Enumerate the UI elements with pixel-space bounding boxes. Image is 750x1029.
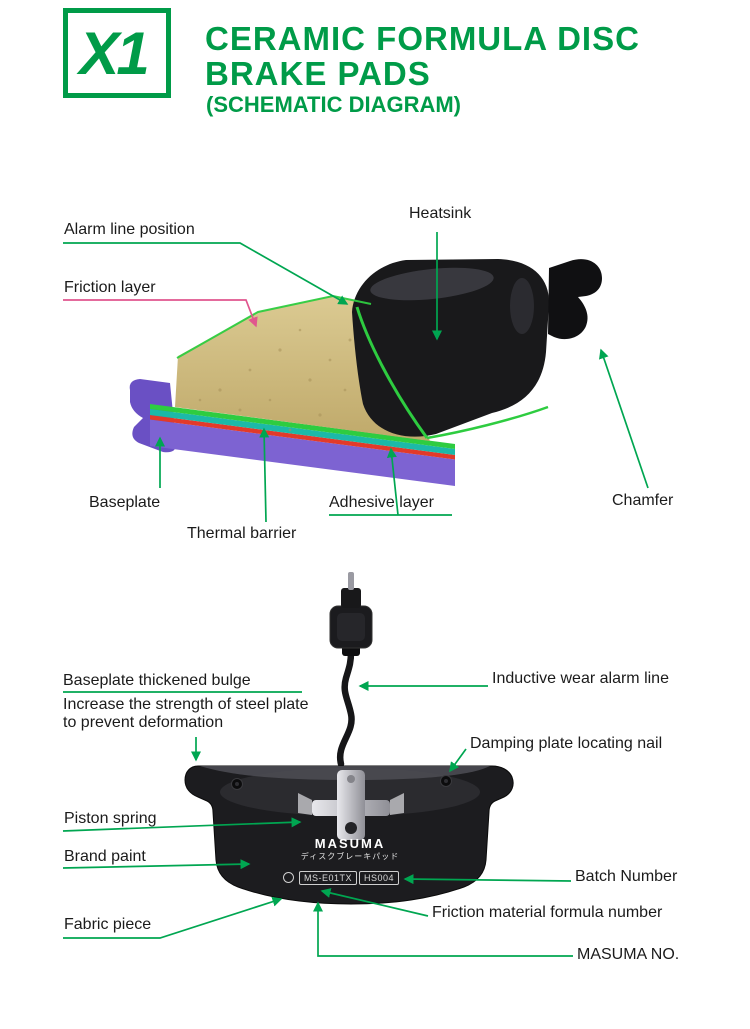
label-chamfer: Chamfer: [612, 492, 674, 509]
friction-speckles: [198, 318, 357, 432]
sensor-pin: [348, 572, 354, 590]
thermal-barrier-stripe: [150, 409, 455, 455]
alarm-line-stripe: [150, 404, 455, 449]
leader-alarm-line-position: [63, 242, 349, 305]
rivet-right-center: [444, 779, 448, 783]
heatsink-highlight: [370, 267, 494, 301]
label-friction-material-formula-number: Friction material formula number: [432, 904, 663, 921]
heatsink-highlight-2: [510, 278, 534, 334]
piston-spring-clip: [298, 770, 404, 840]
label-heatsink: Heatsink: [409, 205, 472, 222]
heatsink-shape: [352, 259, 550, 437]
pad-3d-illustration: [129, 259, 602, 486]
label-piston-spring: Piston spring: [64, 810, 157, 827]
leader-lines: [62, 232, 649, 957]
leader-masuma-no: [313, 901, 573, 957]
label-masuma-no: MASUMA NO.: [577, 946, 680, 963]
clip-screw: [347, 775, 355, 783]
alarm-line-bottom: [426, 405, 549, 440]
pad-batch-code: HS004: [359, 871, 400, 885]
clip-wing-left: [298, 793, 312, 815]
pad-brand-text: MASUMA: [314, 836, 386, 851]
adhesive-layer-stripe: [150, 415, 455, 460]
clip-hole: [345, 822, 357, 834]
leader-batch-number: [403, 874, 572, 885]
label-damping-plate-locating-nail: Damping plate locating nail: [470, 735, 663, 752]
leader-thermal-barrier: [259, 427, 270, 523]
label-brand-paint: Brand paint: [64, 848, 146, 865]
leader-brand-paint: [62, 859, 251, 870]
brand-logo: X1: [79, 19, 149, 87]
alarm-line-rim: [176, 294, 372, 359]
clip-strip: [337, 770, 365, 840]
leader-adhesive-arrow: [386, 447, 399, 516]
leader-friction-layer: [63, 299, 258, 328]
leader-fabric-piece: [63, 896, 283, 939]
label-baseplate: Baseplate: [89, 494, 161, 511]
leader-piston-spring: [62, 817, 302, 832]
baseplate-layer: [150, 419, 455, 486]
page-title-line1: CERAMIC FORMULA DISC: [205, 20, 640, 57]
label-inductive-wear-alarm-line: Inductive wear alarm line: [492, 670, 669, 687]
label-friction-layer: Friction layer: [64, 279, 156, 296]
leader-damping-nail: [449, 748, 467, 773]
label-fabric-piece: Fabric piece: [64, 916, 152, 933]
brand-logo-box: X1: [63, 8, 171, 98]
masuma-logo-icon: [283, 872, 294, 883]
label-adhesive-layer: Adhesive layer: [329, 494, 434, 511]
clip-wing-right: [390, 793, 404, 815]
rivet-left-center: [235, 782, 239, 786]
page-subtitle: (SCHEMATIC DIAGRAM): [206, 92, 462, 117]
sensor-connector-neck: [341, 588, 361, 608]
sensor-wire: [336, 648, 355, 768]
label-alarm-line-position: Alarm line position: [64, 221, 195, 238]
label-bulge-title: Baseplate thickened bulge: [63, 672, 251, 689]
label-thermal-barrier: Thermal barrier: [187, 525, 297, 542]
pad-front-illustration: [184, 572, 514, 905]
page-title-line2: BRAKE PADS: [205, 55, 431, 92]
leader-chamfer: [599, 348, 649, 489]
chamfer-tab: [548, 259, 602, 340]
label-bulge-desc: Increase the strength of steel plate to …: [63, 696, 309, 731]
alarm-line-boundary: [355, 306, 429, 439]
sensor-connector-inner: [337, 613, 365, 641]
pad-brand-subtext: ディスクブレーキパッド: [300, 852, 400, 861]
wear-sensor: [329, 572, 373, 768]
pad-part-code: MS-E01TX: [299, 871, 358, 885]
leader-formula-number: [320, 888, 429, 917]
label-batch-number: Batch Number: [575, 868, 678, 885]
